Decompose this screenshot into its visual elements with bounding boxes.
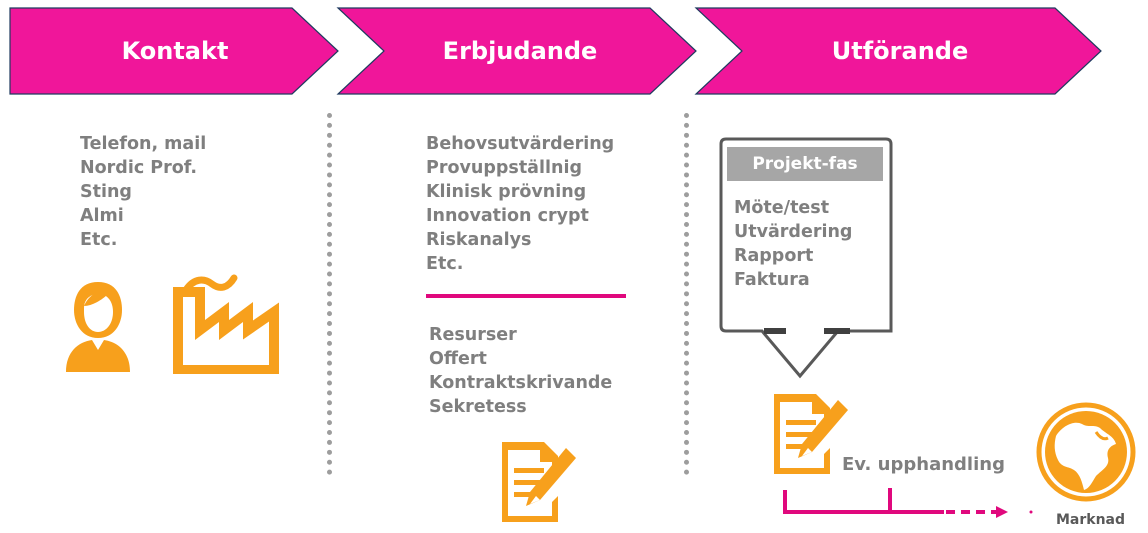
chevron-banners [9, 7, 1102, 95]
document-pen-icon [502, 442, 576, 522]
erbjudande-list-top: Behovsutvärdering Provuppställnig Klinis… [426, 132, 614, 276]
list-item: Provuppställnig [426, 158, 582, 178]
chevron-erbjudande [336, 7, 697, 95]
document-pen-icon [774, 394, 848, 474]
list-item: Sting [80, 182, 132, 202]
timeline-arrow [783, 488, 1033, 518]
project-phase-bubble [719, 137, 893, 379]
kontakt-list: Telefon, mail Nordic Prof. Sting Almi Et… [80, 132, 206, 252]
project-phase-list: Möte/test Utvärdering Rapport Faktura [734, 196, 852, 292]
chevron-kontakt [9, 7, 339, 95]
list-item: Etc. [426, 254, 464, 274]
list-item: Riskanalys [426, 230, 532, 250]
person-icon [66, 282, 130, 372]
list-item: Telefon, mail [80, 134, 207, 154]
stage-label-erbjudande: Erbjudande [442, 37, 598, 65]
divider-line [426, 294, 626, 298]
list-item: Rapport [734, 246, 814, 266]
list-item: Klinisk prövning [426, 182, 587, 202]
list-item: Sekretess [429, 397, 527, 417]
factory-icon [173, 274, 279, 374]
globe-icon [1036, 402, 1136, 502]
chevron-utforande [694, 7, 1102, 95]
list-item: Resurser [429, 325, 517, 345]
list-item: Almi [80, 206, 124, 226]
erbjudande-list-bottom: Resurser Offert Kontraktskrivande Sekret… [429, 323, 612, 419]
stage-label-kontakt: Kontakt [121, 37, 229, 65]
project-phase-title: Projekt-fas [727, 147, 883, 181]
separator-1 [327, 113, 332, 475]
separator-2 [684, 113, 689, 475]
list-item: Möte/test [734, 198, 830, 218]
list-item: Utvärdering [734, 222, 853, 242]
list-item: Kontraktskrivande [429, 373, 613, 393]
list-item: Nordic Prof. [80, 158, 198, 178]
procurement-label: Ev. upphandling [842, 454, 1005, 475]
list-item: Behovsutvärdering [426, 134, 615, 154]
list-item: Faktura [734, 270, 810, 290]
stage-label-utforande: Utförande [831, 37, 969, 65]
list-item: Offert [429, 349, 487, 369]
list-item: Innovation crypt [426, 206, 589, 226]
list-item: Etc. [80, 230, 118, 250]
market-label: Marknad [1056, 512, 1126, 528]
